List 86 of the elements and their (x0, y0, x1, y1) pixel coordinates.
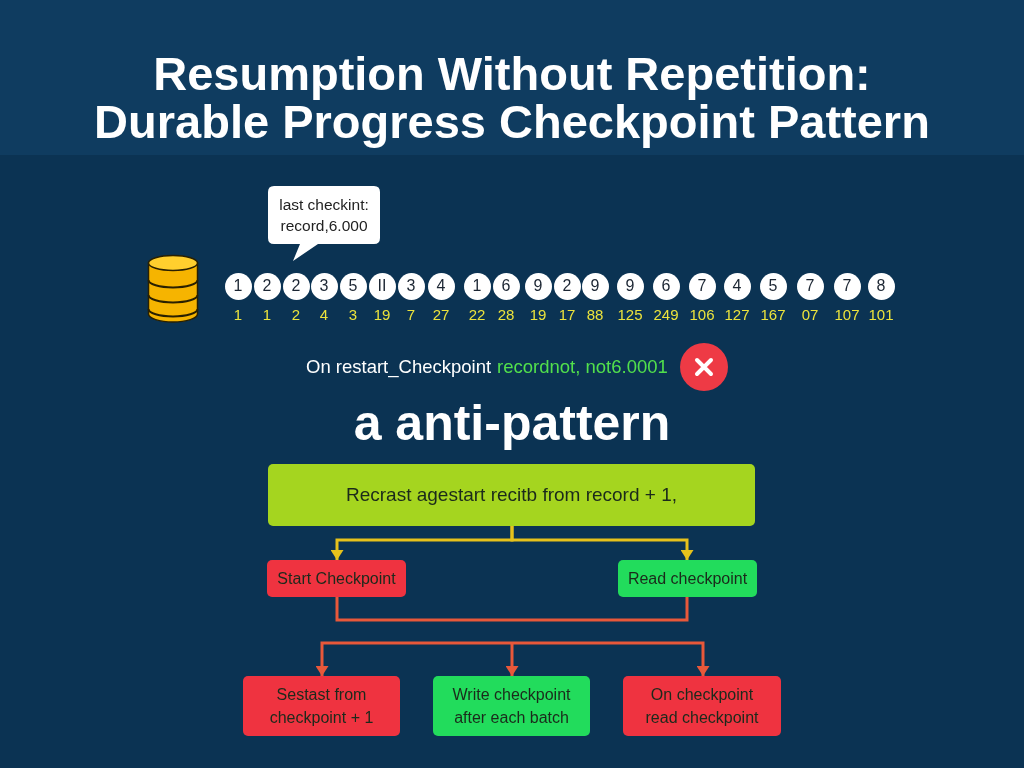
circle-number: 2 (562, 277, 572, 295)
circle-number: 4 (732, 277, 742, 295)
number-circle (282, 272, 310, 300)
number-label: 7 (405, 305, 417, 324)
process-box (268, 464, 755, 526)
arrow (512, 641, 710, 676)
number-label: 127 (723, 305, 751, 324)
number-label: 28 (496, 305, 516, 324)
number-label: 249 (652, 305, 680, 324)
arrow (315, 641, 512, 676)
number-label: 1 (261, 305, 273, 324)
circle-number: 3 (406, 277, 416, 295)
number-circle (524, 272, 552, 300)
number-circle (224, 272, 252, 300)
number-label: 19 (528, 305, 548, 324)
number-circle (867, 272, 895, 300)
number-label: 19 (372, 305, 392, 324)
process-box (623, 676, 781, 736)
number-circle (759, 272, 787, 300)
number-label: 125 (616, 305, 644, 324)
number-label: 88 (585, 305, 605, 324)
number-circle (616, 272, 644, 300)
number-label: 17 (557, 305, 577, 324)
number-circle (253, 272, 281, 300)
number-label: 07 (800, 305, 820, 324)
status-text: On restart_Checkpoint (306, 356, 492, 378)
number-circle (427, 272, 455, 300)
circle-number: 4 (436, 277, 446, 295)
circle-number: 1 (233, 277, 243, 295)
arrow (505, 643, 519, 676)
step-text: On checkpoint read checkpoint (644, 685, 760, 728)
arrow (510, 526, 694, 560)
bubble-text: last checkint: record,6.000 (278, 195, 370, 236)
process-box (243, 676, 400, 736)
number-label: 27 (431, 305, 451, 324)
number-circle (833, 272, 861, 300)
process-box (267, 560, 406, 597)
number-circle (796, 272, 824, 300)
circle-number: II (377, 277, 387, 295)
step-text: Start Checkpoint (277, 569, 396, 589)
step-text: Write checkpoint after each batch (451, 685, 572, 728)
number-circle (310, 272, 338, 300)
number-label: 101 (867, 305, 895, 324)
title: Resumption Without Repetition: Durable Progress Checkpoint Pattern (93, 50, 931, 146)
number-circle (652, 272, 680, 300)
circle-number: 6 (661, 277, 671, 295)
circle-number: 7 (842, 277, 852, 295)
circle-number: 9 (625, 277, 635, 295)
number-circle (339, 272, 367, 300)
number-circle (688, 272, 716, 300)
circle-number: 7 (697, 277, 707, 295)
number-label: 107 (833, 305, 861, 324)
circle-number: 2 (291, 277, 301, 295)
step-text: Recrast agestart recitb from record + 1, (345, 483, 677, 507)
circle-number: 1 (472, 277, 482, 295)
circle-number: 2 (262, 277, 272, 295)
number-label: 22 (467, 305, 487, 324)
number-label: 4 (318, 305, 330, 324)
number-circle (553, 272, 581, 300)
circle-number: 9 (533, 277, 543, 295)
number-circle (492, 272, 520, 300)
section-heading: a anti-pattern (353, 394, 671, 453)
number-circle (581, 272, 609, 300)
circle-number: 6 (501, 277, 511, 295)
circle-number: 3 (319, 277, 329, 295)
process-box (433, 676, 590, 736)
step-text: Read checkpoint (627, 569, 748, 589)
speech-bubble (268, 186, 380, 262)
process-box (618, 560, 757, 597)
step-text: Sestast from checkpoint + 1 (268, 685, 375, 728)
number-label: 167 (759, 305, 787, 324)
number-circle (397, 272, 425, 300)
circle-number: 5 (348, 277, 358, 295)
number-circle (463, 272, 491, 300)
status-text: recordnot, not6.0001 (497, 356, 668, 378)
number-circle (723, 272, 751, 300)
circle-number: 8 (876, 277, 886, 295)
number-label: 2 (290, 305, 302, 324)
circle-number: 9 (590, 277, 600, 295)
number-label: 106 (688, 305, 716, 324)
circle-number: 5 (768, 277, 778, 295)
circle-number: 7 (805, 277, 815, 295)
number-label: 1 (232, 305, 244, 324)
connector-line (335, 597, 689, 622)
number-circle (368, 272, 396, 300)
number-label: 3 (347, 305, 359, 324)
